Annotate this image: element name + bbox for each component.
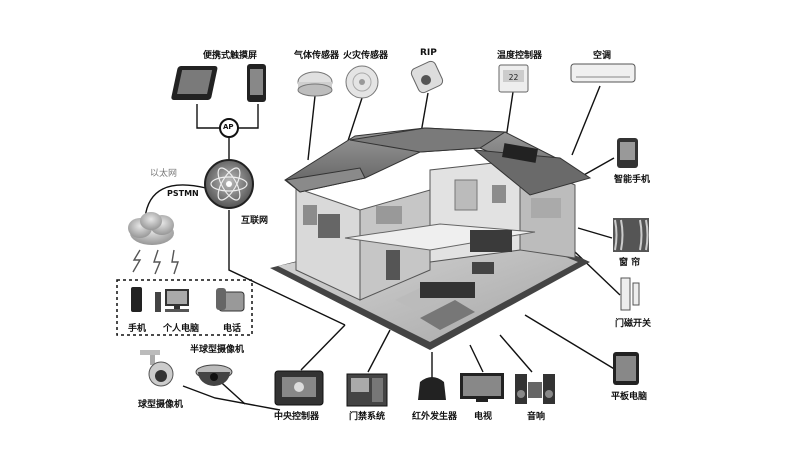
label-door-switch: 门磁开关 <box>615 319 652 329</box>
dome-camera-icon <box>195 364 233 386</box>
label-gas-sensor: 气体传感器 <box>294 51 340 61</box>
label-ap: AP <box>223 123 234 131</box>
label-ball-camera: 球型摄像机 <box>138 400 184 410</box>
ap-icon <box>219 118 239 138</box>
fire-sensor-icon <box>345 65 379 99</box>
audio-speaker-icon <box>515 374 555 404</box>
label-fire-sensor: 火灾传感器 <box>343 51 389 61</box>
house-illustration <box>270 127 592 350</box>
terminal-devices-group <box>116 279 253 336</box>
thermostat-icon: 22 <box>498 64 529 93</box>
label-pc: 个人电脑 <box>163 324 200 334</box>
curtain-icon <box>613 218 649 252</box>
label-pstmn: PSTMN <box>167 189 199 198</box>
telephone-icon <box>216 288 245 312</box>
label-audio: 音响 <box>527 412 546 422</box>
air-conditioner-icon <box>570 63 636 83</box>
label-internet: 互联网 <box>241 216 269 226</box>
label-tablet: 平板电脑 <box>611 392 648 402</box>
pc-icon <box>155 289 189 312</box>
label-access-control: 门禁系统 <box>349 412 386 422</box>
internet-globe-icon <box>204 159 254 209</box>
label-curtain: 窗 帘 <box>619 258 641 268</box>
central-controller-icon <box>274 370 324 406</box>
label-touchscreen: 便携式触摸屏 <box>203 51 258 61</box>
mobile-icon <box>131 287 142 312</box>
touch-phone-icon <box>247 64 266 102</box>
label-ir-emitter: 红外发生器 <box>412 412 458 422</box>
door-switch-icon <box>620 277 640 311</box>
label-tv: 电视 <box>474 412 493 422</box>
label-mobile: 手机 <box>128 324 147 334</box>
gas-sensor-icon <box>297 71 333 97</box>
tv-icon <box>460 373 504 402</box>
touchscreen-icon <box>171 66 218 100</box>
thermostat-display: 22 <box>509 73 519 82</box>
label-thermostat: 温度控制器 <box>497 51 543 61</box>
label-central-controller: 中央控制器 <box>274 412 320 422</box>
cloud-icon <box>128 212 174 245</box>
tablet-icon <box>613 352 639 385</box>
ball-camera-icon <box>140 350 174 387</box>
label-smartphone: 智能手机 <box>614 175 651 185</box>
rip-sensor-icon <box>410 60 444 94</box>
label-phone: 电话 <box>223 324 242 334</box>
label-ethernet: 以太网 <box>150 169 178 179</box>
label-ac: 空调 <box>593 51 612 61</box>
access-control-icon <box>346 373 388 407</box>
label-dome-camera: 半球型摄像机 <box>190 345 245 355</box>
label-rip: RIP <box>420 48 437 58</box>
lightning-icon <box>132 249 179 275</box>
ir-emitter-icon <box>418 377 446 400</box>
smartphone-icon <box>617 138 638 168</box>
